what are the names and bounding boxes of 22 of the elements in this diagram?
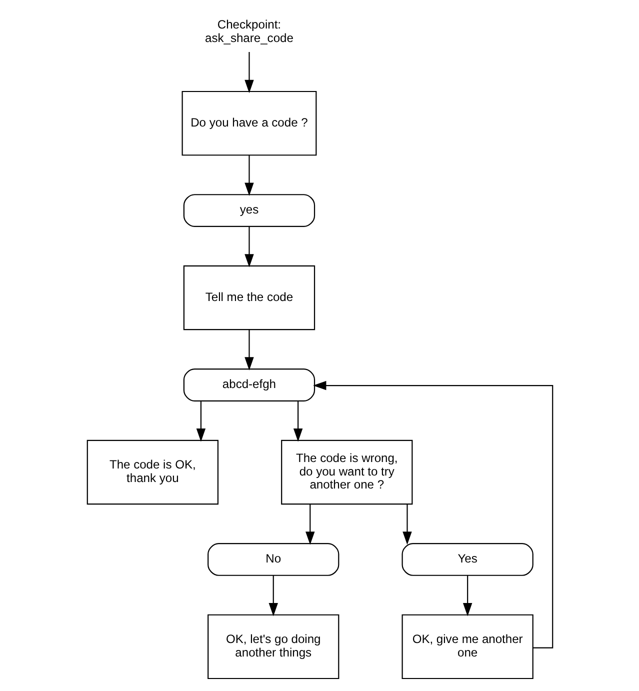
node-box: The code is wrong, do you want to try another one ? [280, 440, 412, 505]
arrow [312, 380, 553, 648]
arrow [244, 330, 254, 370]
node-box: Yes [401, 543, 533, 576]
node-box: abcd-efgh [182, 368, 315, 402]
node-text: Checkpoint: ask_share_code [204, 18, 293, 45]
arrow [305, 504, 314, 545]
node-box: Do you have a code ? [181, 90, 316, 156]
node-box: OK, give me another one [401, 614, 533, 680]
arrow [462, 575, 472, 616]
arrow [244, 226, 254, 268]
node-box: No [207, 543, 339, 576]
arrow [268, 575, 278, 616]
arrow [244, 155, 254, 196]
arrow [292, 401, 302, 442]
node-box: The code is OK, thank you [86, 440, 218, 505]
arrow [244, 52, 254, 94]
node-box: Tell me the code [182, 265, 315, 330]
node-box: yes [182, 194, 315, 227]
arrow [402, 504, 412, 545]
node-box: OK, let's go doing another things [207, 614, 339, 680]
arrow [196, 401, 206, 442]
